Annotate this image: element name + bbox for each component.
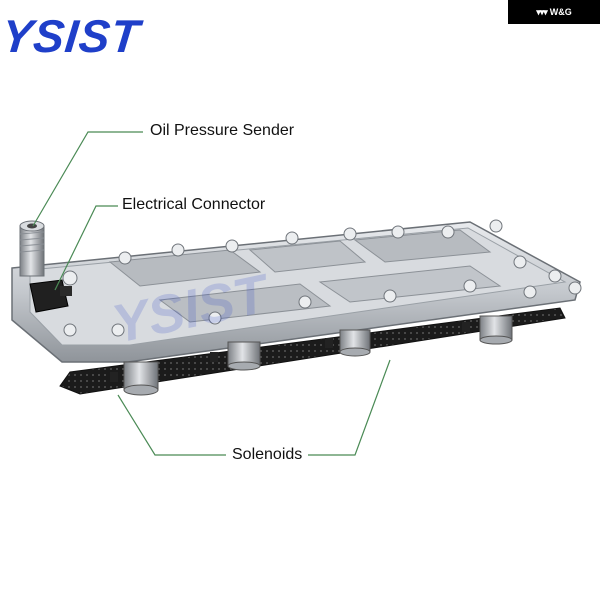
solenoids	[110, 315, 513, 396]
leader-line-oil-pressure-sender	[32, 131, 143, 227]
leader-line-solenoids-right	[308, 359, 391, 456]
valve-plate	[11, 219, 582, 363]
oil-pressure-sender	[19, 220, 45, 277]
solenoid	[123, 361, 159, 396]
leader-line-solenoids-left	[117, 394, 226, 456]
wings-logo-icon: ▾▾▾	[536, 6, 548, 17]
solenoid	[339, 329, 371, 357]
callout-leader-lines	[32, 131, 391, 456]
callout-oil-pressure-sender: Oil Pressure Sender	[150, 122, 295, 139]
corner-badge: ▾▾▾ W&G	[508, 0, 600, 24]
leader-line-electrical-connector	[54, 205, 118, 291]
callout-electrical-connector: Electrical Connector	[122, 196, 266, 213]
callout-solenoids: Solenoids	[232, 446, 303, 463]
badge-text: W&G	[549, 7, 572, 17]
electrical-connector	[29, 279, 72, 313]
solenoid	[227, 341, 261, 371]
solenoid	[479, 315, 513, 345]
